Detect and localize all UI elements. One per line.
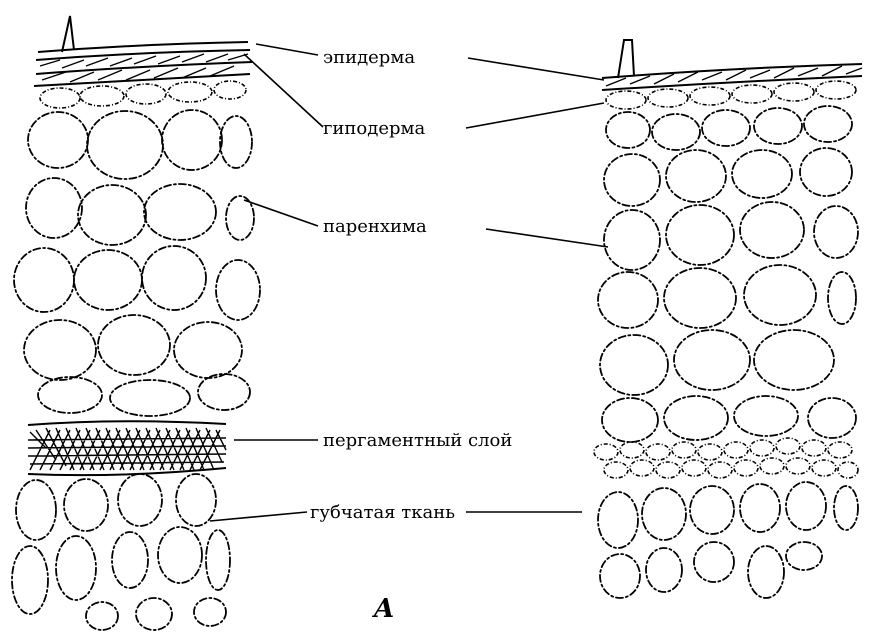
leader-spongy-left (210, 512, 307, 521)
left-parenchyma (14, 110, 260, 416)
label-parenchyma: паренхима (323, 216, 427, 237)
left-epidermis (34, 42, 252, 86)
left-hypodermis (40, 81, 246, 108)
figure-label: A (371, 594, 394, 624)
label-parchment-layer: пергаментный слой (323, 430, 512, 451)
label-epidermis: эпидерма (323, 47, 415, 68)
leader-hypodermis-right (466, 103, 604, 128)
right-hypodermis (606, 81, 856, 109)
right-trichome (618, 40, 634, 78)
label-spongy-tissue: губчатая ткань (310, 502, 455, 523)
right-tissue-section (594, 40, 862, 598)
leader-parenchyma-right (486, 229, 608, 247)
leader-parenchyma-left (244, 200, 318, 226)
leader-epidermis-left (256, 44, 318, 55)
right-epidermis (602, 64, 862, 90)
left-trichome (62, 16, 74, 52)
labels: эпидерма гиподерма паренхима пергаментны… (310, 47, 512, 624)
left-parchment-layer (28, 421, 226, 475)
right-parchment-layer (594, 438, 858, 478)
right-parenchyma (598, 106, 858, 442)
right-spongy-tissue (598, 482, 858, 598)
leader-epidermis-right (468, 58, 604, 80)
left-tissue-section (12, 16, 260, 630)
left-spongy-tissue (12, 474, 230, 630)
label-hypodermis: гиподерма (323, 118, 426, 139)
leader-hypodermis-left (244, 54, 323, 127)
